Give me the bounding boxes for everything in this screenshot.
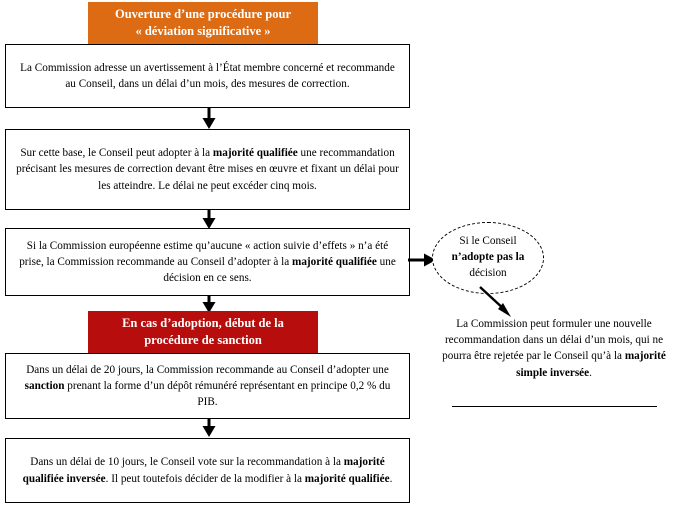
arrow-branch-to-note (478, 285, 522, 321)
step-box-council-recommendation-text: Sur cette base, le Conseil peut adopter … (16, 147, 399, 192)
arrow-step3-to-sanction (196, 296, 222, 314)
step-box-council-vote: Dans un délai de 10 jours, le Conseil vo… (5, 438, 410, 503)
step-box-council-vote-text: Dans un délai de 10 jours, le Conseil vo… (22, 456, 393, 485)
step-box-deposit-sanction-text: Dans un délai de 20 jours, la Commission… (24, 363, 391, 409)
step-box-no-effective-action: Si la Commission européenne estime qu’au… (5, 228, 410, 296)
step-box-no-effective-action-text: Si la Commission européenne estime qu’au… (19, 239, 396, 285)
banner-opening-line2: « déviation significative » (135, 24, 271, 38)
banner-sanction-procedure: En cas d’adoption, début de la procédure… (88, 311, 318, 353)
step-box-warning-text: La Commission adresse un avertissement à… (20, 61, 395, 90)
arrow-step4-to-step5 (196, 419, 222, 438)
arrow-step3-to-branch (408, 251, 438, 269)
step-box-council-recommendation: Sur cette base, le Conseil peut adopter … (5, 129, 410, 210)
banner-opening-procedure: Ouverture d’une procédure pour « déviati… (88, 2, 318, 44)
banner-sanction-line1: En cas d’adoption, début de la (122, 316, 284, 331)
step-box-warning: La Commission adresse un avertissement à… (5, 44, 410, 108)
branch-ellipse-council-does-not-adopt: Si le Conseil n’adopte pas la décision (432, 222, 544, 294)
arrow-step1-to-step2 (196, 108, 222, 130)
note-new-recommendation: La Commission peut formuler une nouvelle… (440, 316, 668, 381)
note-underline-rule (452, 406, 657, 407)
branch-ellipse-text: Si le Conseil n’adopte pas la décision (451, 235, 525, 279)
note-new-recommendation-text: La Commission peut formuler une nouvelle… (442, 318, 666, 379)
step-box-deposit-sanction: Dans un délai de 20 jours, la Commission… (5, 353, 410, 419)
banner-sanction-line2: procédure de sanction (144, 333, 262, 347)
banner-opening-line1: Ouverture d’une procédure pour (114, 7, 292, 22)
arrow-step2-to-step3 (196, 210, 222, 230)
